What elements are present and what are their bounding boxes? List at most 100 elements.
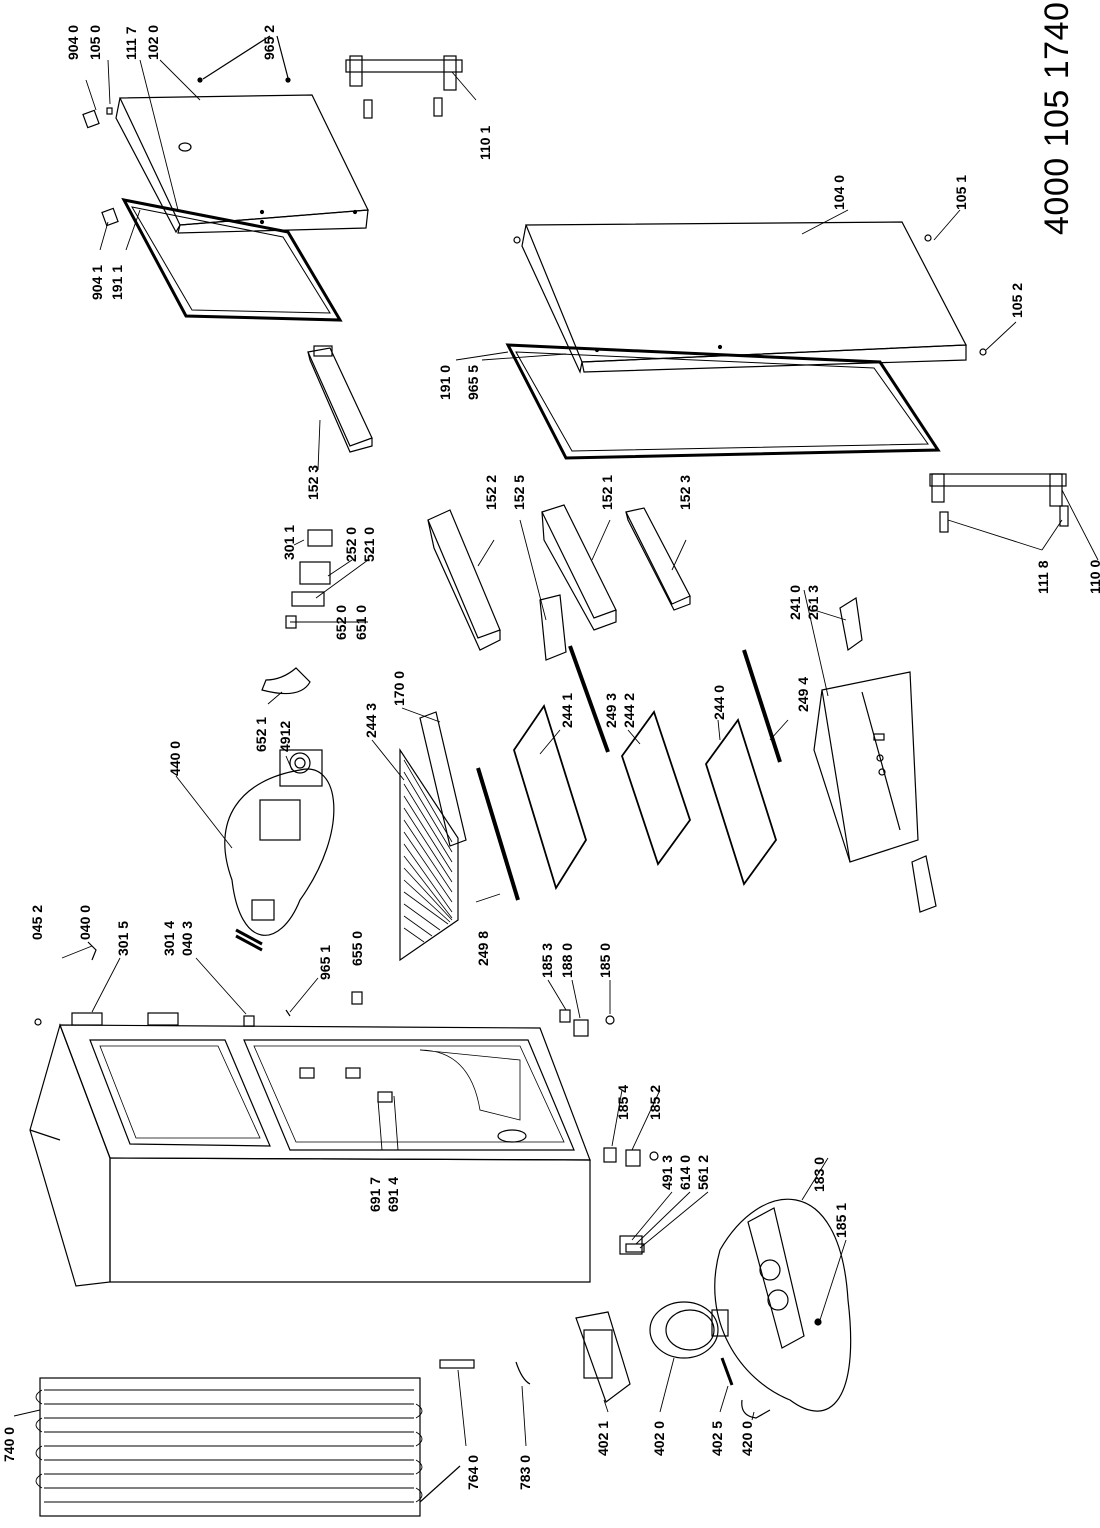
drip-tray-402-1 [575, 1311, 631, 1403]
shelf-trim-249-4 [742, 649, 782, 763]
part-label: 105 0 [87, 24, 103, 60]
part-label: 188 0 [559, 942, 575, 978]
part-label: 252 0 [343, 526, 359, 562]
part-label: 244 0 [711, 684, 727, 720]
part-label: 152 2 [483, 474, 499, 510]
part-label: 105 1 [953, 174, 969, 210]
gasket-191-1 [121, 197, 343, 322]
part-label: 111 7 [123, 26, 139, 61]
part-label: 244 2 [621, 692, 637, 728]
part-label: 691 4 [385, 1176, 401, 1212]
part-label: 655 0 [349, 930, 365, 966]
part-label: 152 3 [305, 464, 321, 500]
part-label: 170 0 [391, 670, 407, 706]
shelf-trim-249-3 [568, 645, 610, 753]
part-label: 904 1 [89, 264, 105, 300]
fan-assembly-bubble-440-0 [224, 749, 335, 952]
condenser-740-0 [35, 1377, 461, 1517]
wire-shelf-244-3 [399, 711, 467, 962]
glass-shelf-244-1 [513, 703, 587, 891]
part-label: 965 2 [261, 24, 277, 60]
part-label: 185 2 [647, 1084, 663, 1120]
handle-110-1 [345, 55, 463, 119]
part-label: 402 0 [651, 1420, 667, 1456]
bottom-cover-bubble-183-0 [714, 1198, 852, 1412]
part-label: 651 0 [353, 604, 369, 640]
part-label: 152 3 [677, 474, 693, 510]
door-bin-152-3-lower [625, 507, 691, 611]
part-label: 764 0 [465, 1454, 481, 1490]
part-label: 185 1 [833, 1202, 849, 1238]
part-label: 185 4 [615, 1084, 631, 1120]
part-label: 652 0 [333, 604, 349, 640]
part-label: 402 5 [709, 1420, 725, 1456]
part-label: 965 5 [465, 364, 481, 400]
part-label: 185 0 [597, 942, 613, 978]
part-label: 185 3 [539, 942, 555, 978]
part-label: 691 7 [367, 1176, 383, 1212]
part-label: 740 0 [1, 1426, 17, 1462]
part-label: 191 0 [437, 364, 453, 400]
small-parts [34, 941, 659, 1255]
relay-402-5 [720, 1357, 734, 1386]
part-label: 904 0 [65, 24, 81, 60]
part-label: 301 5 [115, 920, 131, 956]
shelf-trim-249-8 [476, 767, 520, 901]
part-label: 040 0 [77, 904, 93, 940]
part-label: 110 1 [477, 125, 493, 160]
crisper-cover-strip [911, 855, 937, 913]
part-label: 561 2 [695, 1154, 711, 1190]
part-label: 301 1 [281, 524, 297, 560]
part-label: 965 1 [317, 944, 333, 980]
part-label: 045 2 [29, 904, 45, 940]
part-label: 241 0 [787, 584, 803, 620]
part-label: 249 4 [795, 676, 811, 712]
part-label: 261 3 [805, 584, 821, 620]
part-label: 521 0 [361, 526, 377, 562]
part-label: 402 1 [595, 1420, 611, 1456]
handle-110-0 [929, 473, 1069, 533]
clip-420-0 [741, 1399, 771, 1419]
part-label: 152 1 [599, 474, 615, 510]
part-label: 110 0 [1087, 560, 1100, 594]
part-label: 783 0 [517, 1454, 533, 1490]
door-bin-152-1 [541, 504, 617, 631]
part-label: 102 0 [145, 24, 161, 60]
part-label: 040 3 [179, 920, 195, 956]
part-label: 152 5 [511, 474, 527, 510]
part-label: 244 1 [559, 692, 575, 728]
trim-261-3 [839, 597, 863, 652]
part-label: 301 4 [161, 920, 177, 956]
gasket-191-0 [505, 343, 941, 460]
part-label: 4912 [277, 720, 293, 752]
part-label: 249 3 [603, 692, 619, 728]
part-label: 104 0 [831, 174, 847, 210]
part-label: 244 3 [363, 702, 379, 738]
glass-shelf-244-0 [705, 718, 777, 886]
document-number: 4000 105 17406 [1038, 0, 1076, 235]
leader-lines [13, 59, 1099, 1447]
glass-shelf-244-2 [620, 710, 692, 866]
compressor-402-0 [649, 1301, 729, 1359]
part-label: 491 3 [659, 1154, 675, 1190]
control-board-group [261, 529, 333, 695]
egg-holder-152-5 [539, 594, 567, 661]
door-bin-152-3-top [307, 345, 373, 453]
cabinet-body [29, 1023, 591, 1287]
small-tubes [439, 1359, 531, 1385]
part-label: 614 0 [677, 1154, 693, 1190]
part-label: 183 0 [811, 1156, 827, 1192]
part-label: 249 8 [475, 930, 491, 966]
freezer-door-102-0 [82, 35, 369, 234]
part-label: 420 0 [739, 1420, 755, 1456]
fridge-door-104-0 [513, 221, 987, 374]
part-label: 652 1 [253, 716, 269, 752]
door-bin-152-2 [427, 509, 501, 651]
part-label: 440 0 [167, 740, 183, 776]
part-label: 191 1 [109, 264, 125, 300]
part-label: 105 2 [1009, 282, 1025, 318]
crisper-241-0 [813, 671, 919, 863]
part-label: 111 8 [1035, 560, 1051, 595]
